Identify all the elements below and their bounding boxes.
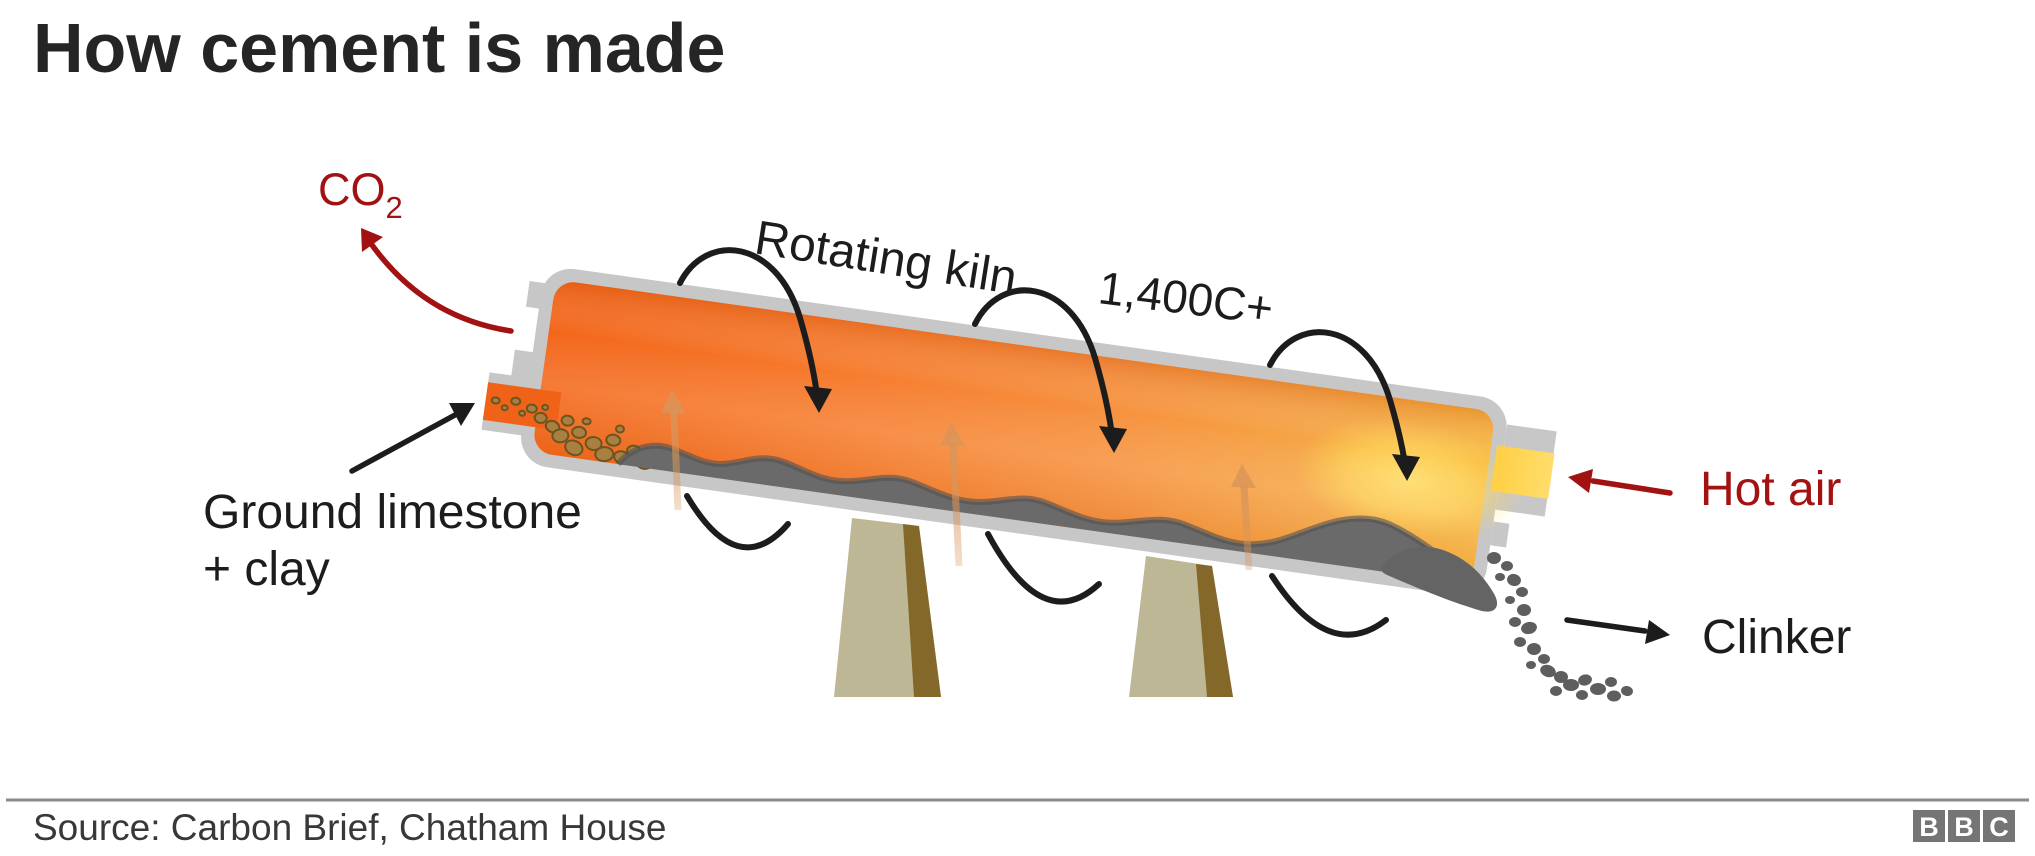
co2-label: CO2 xyxy=(318,164,403,225)
rotation-arc-icon xyxy=(985,531,1102,605)
rotation-arrow-icon xyxy=(677,247,820,398)
kiln-flange-tab xyxy=(511,349,537,381)
arrowhead-icon xyxy=(1392,454,1420,481)
bbc-logo-block xyxy=(1913,810,1945,842)
heat-arrow-icon xyxy=(1240,485,1253,571)
support-leg-shade xyxy=(1196,564,1233,697)
kiln-flange-tab xyxy=(1490,521,1510,548)
rotating-kiln-body xyxy=(481,268,1557,612)
rotation-arrows-top xyxy=(677,247,1420,481)
hot-air-label: Hot air xyxy=(1700,463,1841,516)
co2-arrowhead-icon xyxy=(361,228,383,252)
rotation-arc-icon xyxy=(684,493,791,551)
clinker-arrowhead-icon xyxy=(1645,620,1670,644)
hot-air-arrow-icon xyxy=(1590,478,1673,496)
feed-label-line2: + clay xyxy=(203,543,330,596)
support-leg-shade xyxy=(903,524,941,697)
page-title: How cement is made xyxy=(33,9,725,87)
bbc-logo: B B C xyxy=(1913,810,2015,842)
bbc-letter: B xyxy=(1919,812,1939,842)
rotation-arrow-icon xyxy=(1267,329,1408,468)
feed-arrow-icon xyxy=(349,412,458,474)
hot-air-arrowhead-icon xyxy=(1568,469,1593,493)
bbc-logo-block xyxy=(1948,810,1980,842)
heat-arrow-icon xyxy=(949,443,963,567)
heat-arrow-icon xyxy=(670,411,682,511)
kiln-shading xyxy=(534,282,1494,582)
kiln-support-legs xyxy=(834,518,1233,697)
arrowhead-icon xyxy=(804,386,832,413)
bbc-logo-block xyxy=(1983,810,2015,842)
feed-label-line1: Ground limestone xyxy=(203,486,582,539)
bbc-letter: C xyxy=(1989,812,2009,842)
co2-arrow-icon xyxy=(369,242,514,334)
rotation-arrow-icon xyxy=(972,287,1115,438)
raw-meal-crest xyxy=(615,442,1459,572)
rotation-arc-icon xyxy=(1269,573,1389,638)
heat-arrowhead-icon xyxy=(661,390,686,414)
feed-arrowhead-icon xyxy=(449,403,475,426)
clinker-heap xyxy=(1380,546,1498,612)
hot-air-opening xyxy=(1490,445,1555,499)
heat-arrowhead-icon xyxy=(940,422,965,446)
arrowhead-icon xyxy=(1099,426,1127,453)
kiln-flange-tab xyxy=(526,281,546,309)
clinker-arrow-icon xyxy=(1564,617,1648,634)
clinker-label: Clinker xyxy=(1702,611,1851,664)
heat-rise-arrows xyxy=(661,390,1256,571)
source-credit: Source: Carbon Brief, Chatham House xyxy=(33,807,666,848)
heat-arrowhead-icon xyxy=(1231,464,1256,488)
bbc-letter: B xyxy=(1954,812,1974,842)
clinker-pebbles xyxy=(1487,552,1633,702)
rotation-arcs-bottom xyxy=(684,493,1389,638)
temperature-label: 1,400C+ xyxy=(1096,261,1276,334)
